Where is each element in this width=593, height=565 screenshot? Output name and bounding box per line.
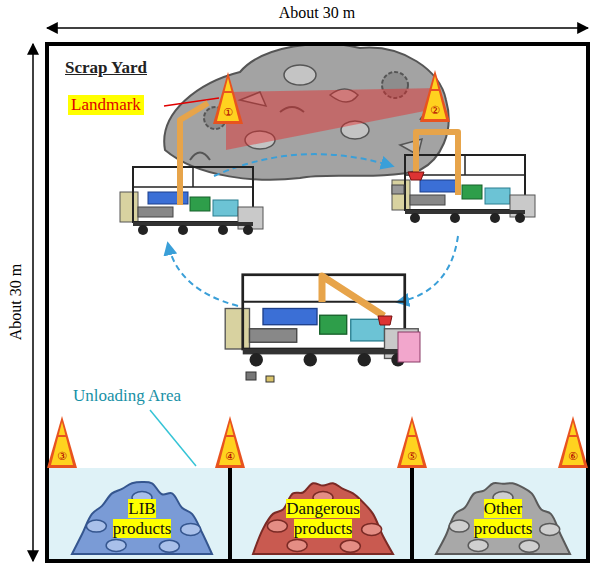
landmark-cone: ① <box>213 72 243 124</box>
robot <box>378 316 392 325</box>
pile-shape <box>181 523 201 535</box>
cone-shape <box>568 435 578 437</box>
pile-shape <box>540 523 560 535</box>
cone-shape <box>217 78 239 121</box>
callout-label: Landmark <box>68 95 144 115</box>
leader-line <box>150 410 196 466</box>
robot <box>416 132 458 195</box>
callout-number: ② <box>430 105 440 116</box>
callout-number: ④ <box>225 451 235 462</box>
cone-shape <box>219 422 241 465</box>
pile-shape <box>267 520 287 532</box>
detection-band <box>226 88 440 150</box>
label-holder: About 30 m <box>6 264 25 340</box>
scrap-yard-frame: Scrap Yard ① ② ③ ④ ⑤ ⑥ LIB products Dangerous pr… <box>45 42 590 563</box>
robot <box>225 275 420 382</box>
cone-shape <box>225 435 235 437</box>
product-pile: Other products <box>430 474 576 558</box>
pile-shape <box>159 540 179 552</box>
pile-shape <box>519 540 539 552</box>
leader-line <box>164 98 219 106</box>
dimension-label: About 30 m <box>279 3 355 22</box>
movement-arrow <box>168 154 458 306</box>
movement-arrow <box>214 154 392 176</box>
dimension-arrow <box>47 27 588 29</box>
landmark-cone: ③ <box>47 416 77 468</box>
pile-shape <box>468 539 488 551</box>
robot <box>392 185 404 194</box>
cone-shape <box>215 416 245 468</box>
callout-number: ① <box>223 107 233 118</box>
pile-shape <box>106 539 126 551</box>
robot <box>180 103 208 205</box>
dimension-arrow <box>33 28 588 561</box>
robot <box>225 275 418 367</box>
pile-shape <box>72 482 212 554</box>
cone-shape <box>430 89 440 91</box>
unloading-area <box>49 468 586 559</box>
landmark-cone: ⑤ <box>397 416 427 468</box>
cone-shape <box>424 76 446 119</box>
pile-shape <box>436 483 570 554</box>
cone-shape <box>407 435 417 437</box>
landmark-cone: ⑥ <box>558 416 588 468</box>
robot <box>322 276 384 316</box>
cone-shape <box>51 422 73 465</box>
area-label: Unloading Area <box>70 386 184 406</box>
cone-shape <box>223 91 233 93</box>
cone-shape <box>397 416 427 468</box>
scrap-pile <box>164 44 448 180</box>
robot <box>392 132 535 223</box>
label-holder: Landmark <box>68 95 144 115</box>
robot <box>398 332 420 362</box>
unloading-area <box>228 466 232 559</box>
callout-number: ⑥ <box>568 451 578 462</box>
product-pile: Dangerous products <box>247 474 399 558</box>
pile-label: LIB products <box>113 499 172 538</box>
pile-label: Dangerous products <box>286 499 360 538</box>
cone-shape <box>562 422 584 465</box>
pile-text-holder: LIB products <box>100 499 184 538</box>
scrap-pile <box>284 65 316 85</box>
unloading-area <box>410 466 414 559</box>
pile-text-holder: Other products <box>461 499 545 538</box>
landmark-cone: ② <box>420 70 450 122</box>
pile-shape <box>86 520 106 532</box>
cone-shape <box>213 72 243 124</box>
robot <box>246 372 256 380</box>
unloading-area <box>49 466 586 559</box>
robot <box>408 172 424 180</box>
pile-text-holder: Dangerous products <box>281 499 365 538</box>
cone-shape <box>401 422 423 465</box>
pile-shape <box>449 520 469 532</box>
pile-shape <box>253 483 393 554</box>
pile-shape <box>340 540 360 552</box>
robot <box>120 167 263 235</box>
landmark-cone: ④ <box>215 416 245 468</box>
area-heading: Scrap Yard <box>65 58 147 78</box>
movement-arrow <box>168 244 238 306</box>
cone-shape <box>57 435 67 437</box>
movement-arrow <box>398 236 458 302</box>
cone-shape <box>420 70 450 122</box>
pile-shape <box>362 523 382 535</box>
cone-shape <box>558 416 588 468</box>
callout-number: ③ <box>57 451 67 462</box>
cone-shape <box>47 416 77 468</box>
pile-label: Other products <box>474 499 533 538</box>
label-holder: About 30 m <box>279 3 355 22</box>
pile-shape <box>287 539 307 551</box>
product-pile: LIB products <box>66 474 218 558</box>
dimension-arrow <box>32 44 34 561</box>
label-holder: Unloading Area <box>70 386 184 406</box>
callout-number: ⑤ <box>407 451 417 462</box>
scrap-pile <box>164 44 448 180</box>
robot <box>266 376 274 382</box>
dimension-label: About 30 m <box>6 264 25 340</box>
